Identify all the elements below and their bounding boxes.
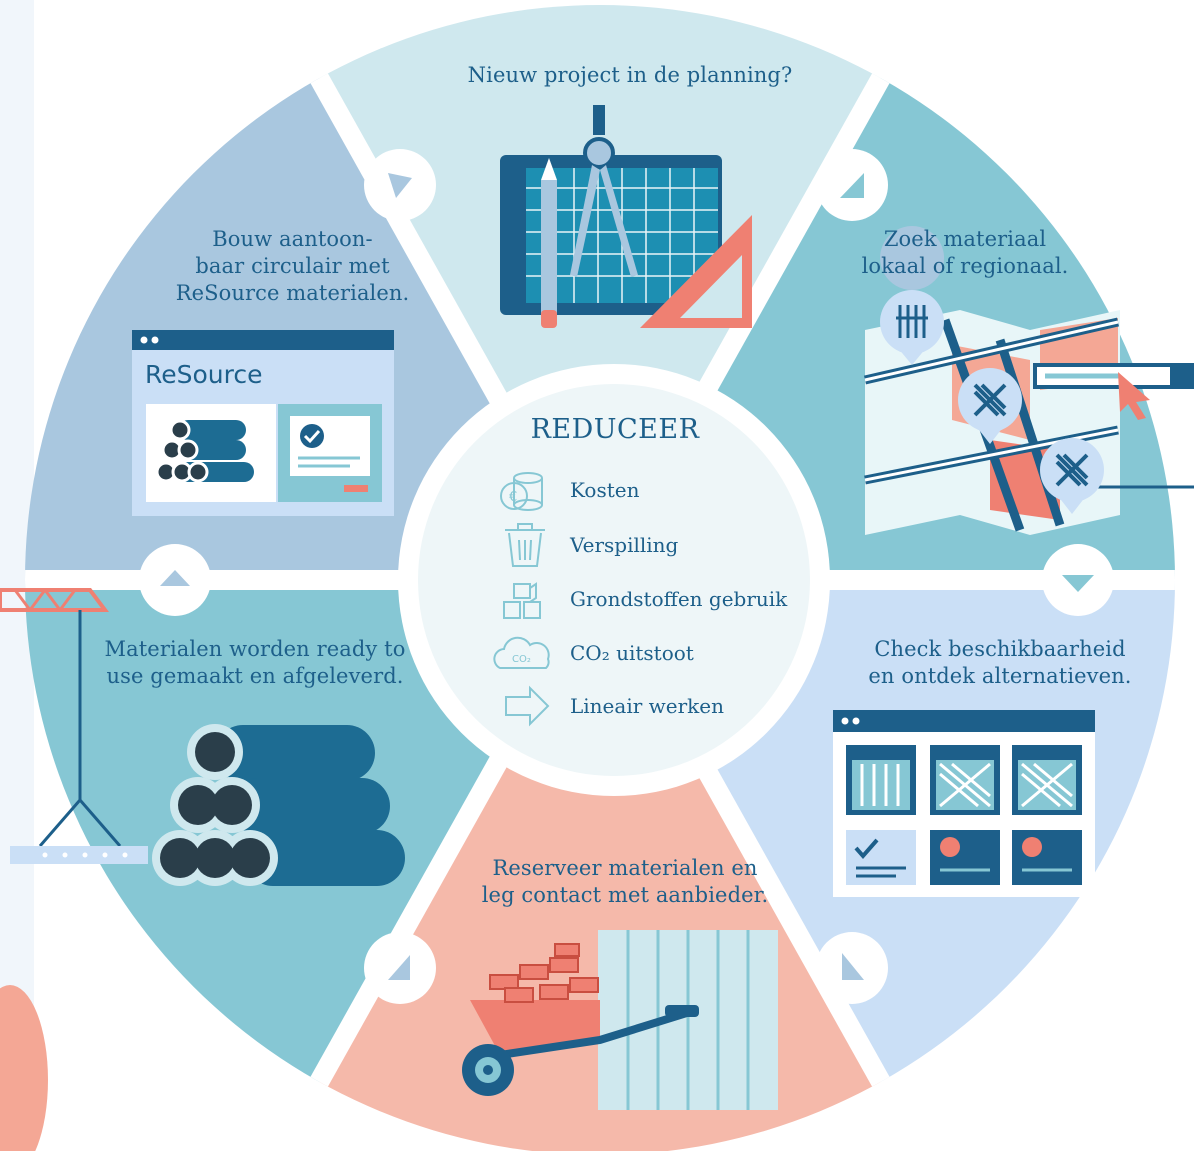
reduce-item-raw-materials: Grondstoffen gebruik — [570, 587, 788, 611]
step-label-line: use gemaakt en afgeleverd. — [106, 664, 404, 688]
crane-illustration — [0, 588, 148, 864]
availability-dashboard-window — [833, 710, 1095, 897]
svg-text:€: € — [509, 490, 517, 505]
step-label-new-project: Nieuw project in de planning? — [430, 62, 830, 89]
co2-cloud-icon: CO₂ — [493, 636, 550, 669]
step-label-line: ReSource materialen. — [175, 281, 410, 305]
step-label-line: en ontdek alternatieven. — [868, 664, 1132, 688]
arrow-right-icon — [505, 685, 550, 727]
flow-marker-top-left — [364, 149, 436, 221]
step-label-find-material: Zoek materiaal lokaal of regionaal. — [840, 226, 1090, 280]
flow-marker-bottom-left — [364, 932, 436, 1004]
flow-marker-left — [139, 544, 211, 616]
map-illustration — [863, 226, 1194, 535]
step-label-check-availability: Check beschikbaarheid en ontdek alternat… — [850, 636, 1150, 690]
cubes-icon — [503, 582, 541, 619]
coins-euro-icon: € — [500, 472, 543, 511]
step-label-build-circular: Bouw aantoon- baar circulair met ReSourc… — [150, 226, 435, 307]
svg-text:CO₂: CO₂ — [512, 654, 531, 665]
step-label-line: leg contact met aanbieder. — [481, 883, 769, 907]
reduce-title: REDUCEER — [530, 414, 700, 445]
trash-bin-icon — [505, 523, 545, 567]
step-label-line: Nieuw project in de planning? — [467, 63, 793, 87]
resource-logo: ReSource — [145, 360, 263, 389]
step-label-line: Check beschikbaarheid — [874, 637, 1126, 661]
flow-marker-bottom-right — [816, 932, 888, 1004]
blueprint-illustration — [500, 105, 752, 328]
reduce-item-waste: Verspilling — [570, 533, 679, 557]
step-label-line: lokaal of regionaal. — [861, 254, 1069, 278]
wheelbarrow-illustration — [462, 930, 778, 1110]
step-label-line: Reserveer materialen en — [492, 856, 758, 880]
step-label-delivered: Materialen worden ready to use gemaakt e… — [95, 636, 415, 690]
reduce-item-co2: CO₂ uitstoot — [570, 641, 694, 665]
reduce-item-costs: Kosten — [570, 478, 640, 502]
reduce-item-linear: Lineair werken — [570, 694, 724, 718]
flow-marker-top-right — [816, 149, 888, 221]
step-label-line: Zoek materiaal — [883, 227, 1047, 251]
pipes-stack-illustration — [152, 724, 405, 886]
step-label-reserve-materials: Reserveer materialen en leg contact met … — [470, 855, 780, 909]
step-label-line: Bouw aantoon- — [212, 227, 373, 251]
resource-app-window — [132, 330, 394, 516]
step-label-line: baar circulair met — [195, 254, 390, 278]
step-label-line: Materialen worden ready to — [104, 637, 406, 661]
flow-marker-right — [1042, 544, 1114, 616]
